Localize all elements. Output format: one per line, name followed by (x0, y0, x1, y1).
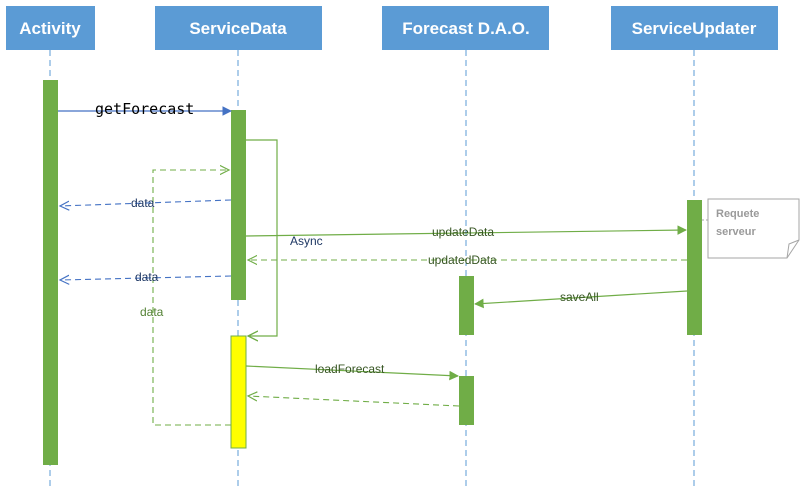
participant-activity-label: Activity (19, 19, 81, 38)
activation-servicedata-2 (230, 335, 247, 449)
participant-activity[interactable]: Activity (6, 6, 95, 50)
message-saveall-arrow (474, 290, 688, 309)
message-data-return-2-arrow (60, 276, 232, 280)
data-loop-arrow (152, 170, 231, 426)
message-data-return-1-arrow (60, 199, 232, 206)
message-updateddata-label: updatedData (428, 253, 497, 267)
activation-serviceupdater (687, 200, 702, 335)
note-line-2: serveur (716, 226, 756, 238)
activation-forecastdao-1 (459, 276, 474, 335)
message-loadforecast-return-arrow (248, 396, 460, 407)
participant-servicedata[interactable]: ServiceData (155, 6, 322, 50)
message-updatedata-label: updateData (432, 225, 494, 239)
participant-forecastdao-label: Forecast D.A.O. (402, 19, 530, 38)
async-loop-arrow (246, 139, 278, 336)
participant-serviceupdater[interactable]: ServiceUpdater (611, 6, 778, 50)
message-data-return-1-label: data (131, 196, 155, 210)
data-loop-label: data (140, 305, 164, 319)
async-label: Async (290, 234, 323, 248)
activation-servicedata-1 (231, 110, 246, 300)
message-data-return-2-label: data (135, 270, 159, 284)
message-loadforecast-label: loadForecast (315, 362, 385, 376)
participant-servicedata-label: ServiceData (189, 19, 287, 38)
message-updatedata-arrow (245, 225, 687, 237)
message-getforecast-label: getForecast (95, 100, 194, 118)
activation-activity (43, 80, 58, 465)
message-loadforecast-arrow (245, 365, 459, 381)
note-line-1: Requete (716, 208, 759, 220)
participant-serviceupdater-label: ServiceUpdater (632, 19, 757, 38)
message-saveall-label: saveAll (560, 290, 599, 304)
participant-forecastdao[interactable]: Forecast D.A.O. (382, 6, 549, 50)
note-requete-serveur: Requete serveur (702, 198, 800, 259)
activation-forecastdao-2 (459, 376, 474, 425)
